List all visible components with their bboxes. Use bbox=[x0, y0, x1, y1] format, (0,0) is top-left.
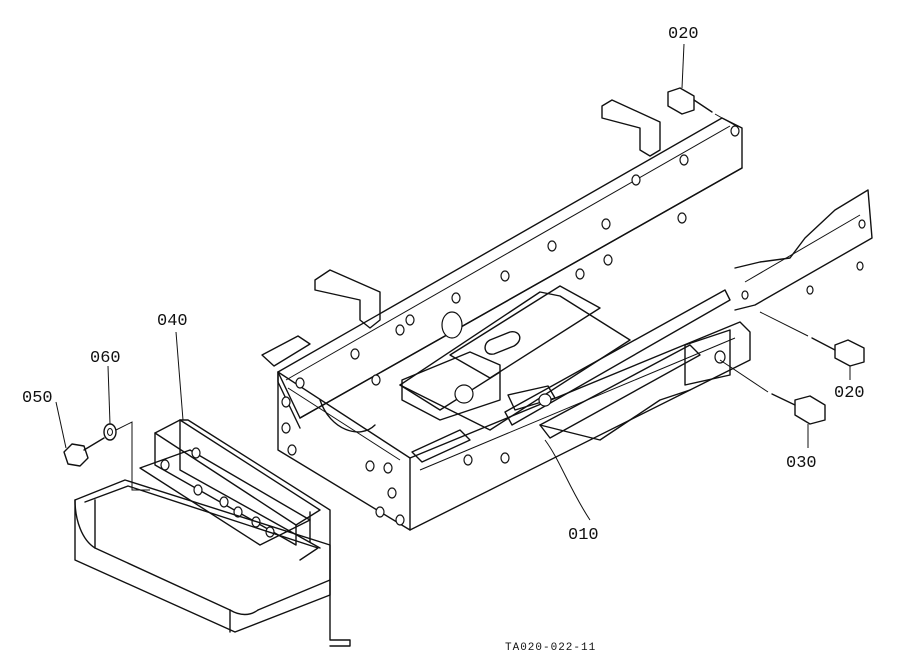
label-part-050: 050 bbox=[22, 389, 53, 408]
label-part-030: 030 bbox=[786, 454, 817, 473]
washer-060 bbox=[103, 421, 150, 491]
label-part-020-top: 020 bbox=[668, 25, 699, 44]
bolt-020-top bbox=[667, 87, 739, 128]
bolt-050 bbox=[63, 437, 105, 467]
leader-lines bbox=[55, 43, 851, 521]
step-tray bbox=[74, 479, 331, 633]
bolt-020-right bbox=[759, 311, 865, 367]
bolt-030 bbox=[719, 359, 826, 425]
label-part-010: 010 bbox=[568, 526, 599, 545]
label-part-020-right: 020 bbox=[834, 384, 865, 403]
label-part-060: 060 bbox=[90, 349, 121, 368]
label-part-040: 040 bbox=[157, 312, 188, 331]
step-bracket bbox=[139, 419, 351, 647]
drawing-code: TA020-022-11 bbox=[505, 642, 596, 654]
main-frame bbox=[261, 99, 873, 531]
